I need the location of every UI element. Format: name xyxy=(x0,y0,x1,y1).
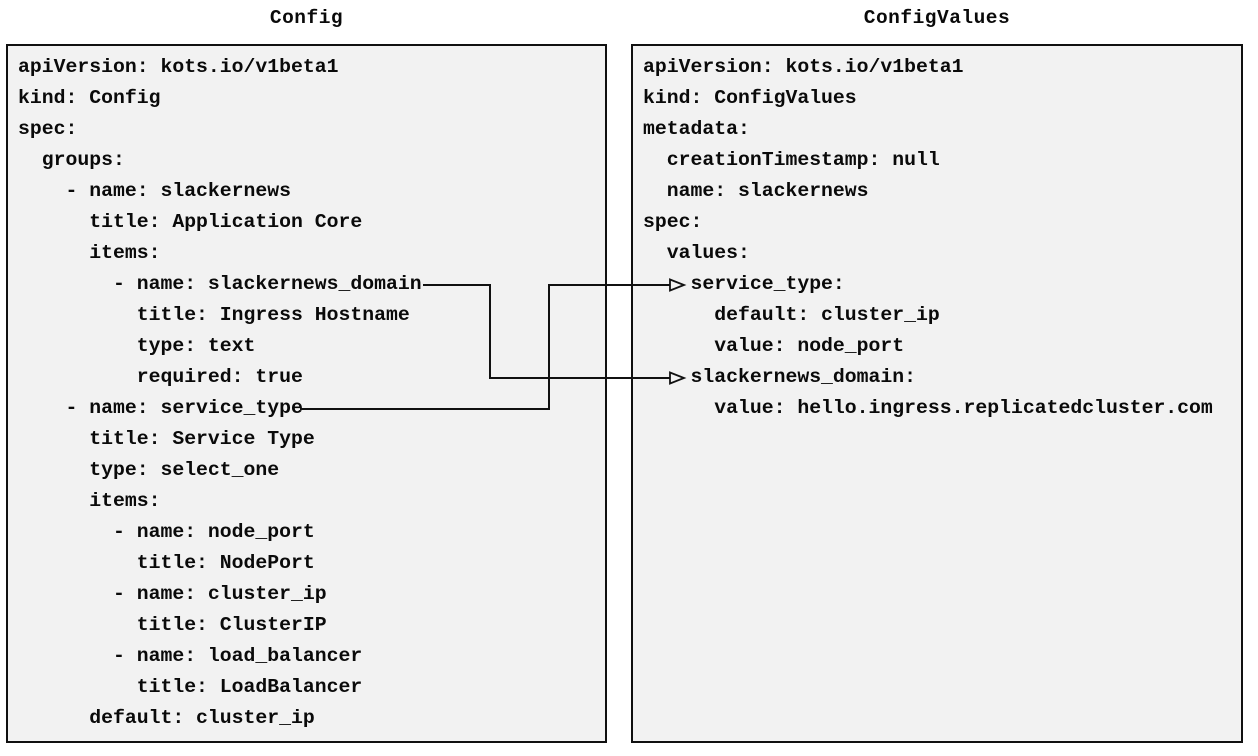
configvalues-yaml-panel: apiVersion: kots.io/v1beta1 kind: Config… xyxy=(631,44,1243,743)
config-yaml-code: apiVersion: kots.io/v1beta1 kind: Config… xyxy=(18,56,422,729)
configvalues-yaml-code: apiVersion: kots.io/v1beta1 kind: Config… xyxy=(643,56,1213,419)
config-panel-title: Config xyxy=(269,7,344,29)
config-yaml-panel: apiVersion: kots.io/v1beta1 kind: Config… xyxy=(6,44,607,743)
configvalues-panel-title: ConfigValues xyxy=(863,7,1011,29)
